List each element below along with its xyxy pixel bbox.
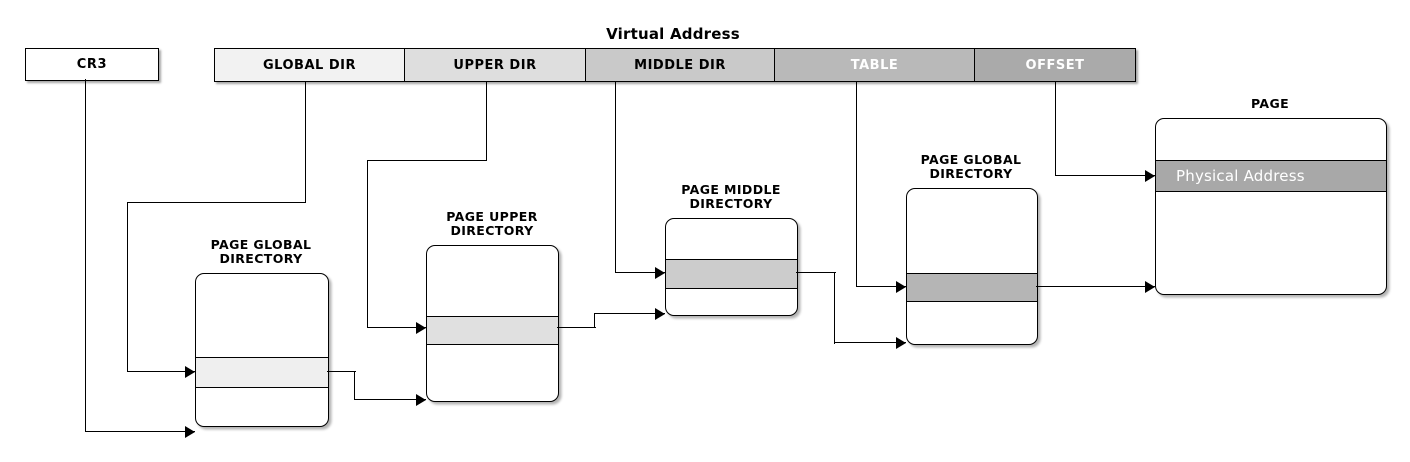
arrow-pgd1-to-pud-bottom bbox=[416, 394, 426, 406]
caption-page-global-directory-1: PAGE GLOBAL DIRECTORY bbox=[210, 237, 312, 266]
connector-pgd1-out-vertical bbox=[354, 371, 356, 400]
connector-table-horizontal bbox=[856, 286, 906, 288]
connector-cr3-horizontal bbox=[85, 431, 195, 433]
arrow-cr3-to-pgd1 bbox=[185, 426, 195, 438]
connector-offset-vertical bbox=[1055, 81, 1057, 176]
connector-pgd2-out-horizontal bbox=[1036, 286, 1155, 288]
connector-upperdir-horizontal-2 bbox=[367, 327, 426, 329]
connector-pud-out-horizontal-2 bbox=[594, 313, 665, 315]
connector-globaldir-vertical-2 bbox=[127, 202, 129, 372]
table-entry-band bbox=[666, 259, 797, 289]
va-segment-global-dir: GLOBAL DIR bbox=[215, 49, 405, 81]
table-entry-band bbox=[196, 357, 328, 388]
connector-upperdir-vertical-1 bbox=[486, 81, 488, 161]
connector-pmd-out-vertical bbox=[834, 272, 836, 344]
connector-globaldir-horizontal-2 bbox=[127, 371, 195, 373]
connector-globaldir-vertical-1 bbox=[305, 81, 307, 203]
connector-middledir-horizontal bbox=[615, 272, 665, 274]
caption-page: PAGE bbox=[1250, 96, 1290, 111]
arrow-pmd-to-pgd2-bottom bbox=[896, 337, 906, 349]
table-page-frame: Physical Address bbox=[1155, 118, 1387, 295]
connector-table-vertical bbox=[856, 81, 858, 287]
table-entry-band bbox=[427, 316, 558, 345]
connector-cr3-vertical bbox=[85, 79, 87, 432]
connector-upperdir-horizontal-1 bbox=[367, 160, 487, 162]
arrow-pgd2-to-page bbox=[1145, 281, 1155, 293]
connector-middledir-vertical bbox=[615, 81, 617, 273]
virtual-address-strip: GLOBAL DIR UPPER DIR MIDDLE DIR TABLE OF… bbox=[214, 48, 1136, 82]
connector-pgd1-out-horizontal-2 bbox=[354, 399, 426, 401]
caption-page-middle-directory: PAGE MIDDLE DIRECTORY bbox=[681, 182, 781, 211]
connector-pmd-out-horizontal-1 bbox=[796, 272, 836, 274]
physical-address-band: Physical Address bbox=[1156, 160, 1386, 192]
cr3-register-box: CR3 bbox=[25, 48, 159, 81]
arrow-middledir-to-pmd-band bbox=[655, 267, 665, 279]
arrow-table-to-pgd2-band bbox=[896, 281, 906, 293]
table-entry-band bbox=[907, 273, 1037, 302]
connector-upperdir-vertical-2 bbox=[367, 160, 369, 328]
table-page-global-directory-1 bbox=[195, 273, 329, 427]
table-page-middle-directory bbox=[665, 218, 798, 316]
arrow-upperdir-to-pud-band bbox=[416, 322, 426, 334]
va-segment-middle-dir: MIDDLE DIR bbox=[586, 49, 775, 81]
caption-page-global-directory-2: PAGE GLOBAL DIRECTORY bbox=[920, 152, 1022, 181]
arrow-offset-to-physical-address bbox=[1145, 170, 1155, 182]
connector-offset-horizontal bbox=[1055, 175, 1155, 177]
connector-pud-out-vertical bbox=[594, 313, 596, 328]
connector-pmd-out-horizontal-2 bbox=[834, 342, 906, 344]
arrow-pud-to-pmd-bottom bbox=[655, 308, 665, 320]
connector-pud-out-horizontal-1 bbox=[557, 327, 596, 329]
connector-pgd1-out-horizontal-1 bbox=[327, 371, 356, 373]
table-page-upper-directory bbox=[426, 245, 559, 402]
va-segment-table: TABLE bbox=[775, 49, 975, 81]
va-segment-offset: OFFSET bbox=[975, 49, 1135, 81]
va-segment-upper-dir: UPPER DIR bbox=[405, 49, 586, 81]
arrow-globaldir-to-pgd1-band bbox=[185, 366, 195, 378]
table-page-global-directory-2 bbox=[906, 188, 1038, 345]
connector-globaldir-horizontal-1 bbox=[127, 202, 306, 204]
page-title: Virtual Address bbox=[606, 25, 740, 43]
caption-page-upper-directory: PAGE UPPER DIRECTORY bbox=[446, 209, 538, 238]
